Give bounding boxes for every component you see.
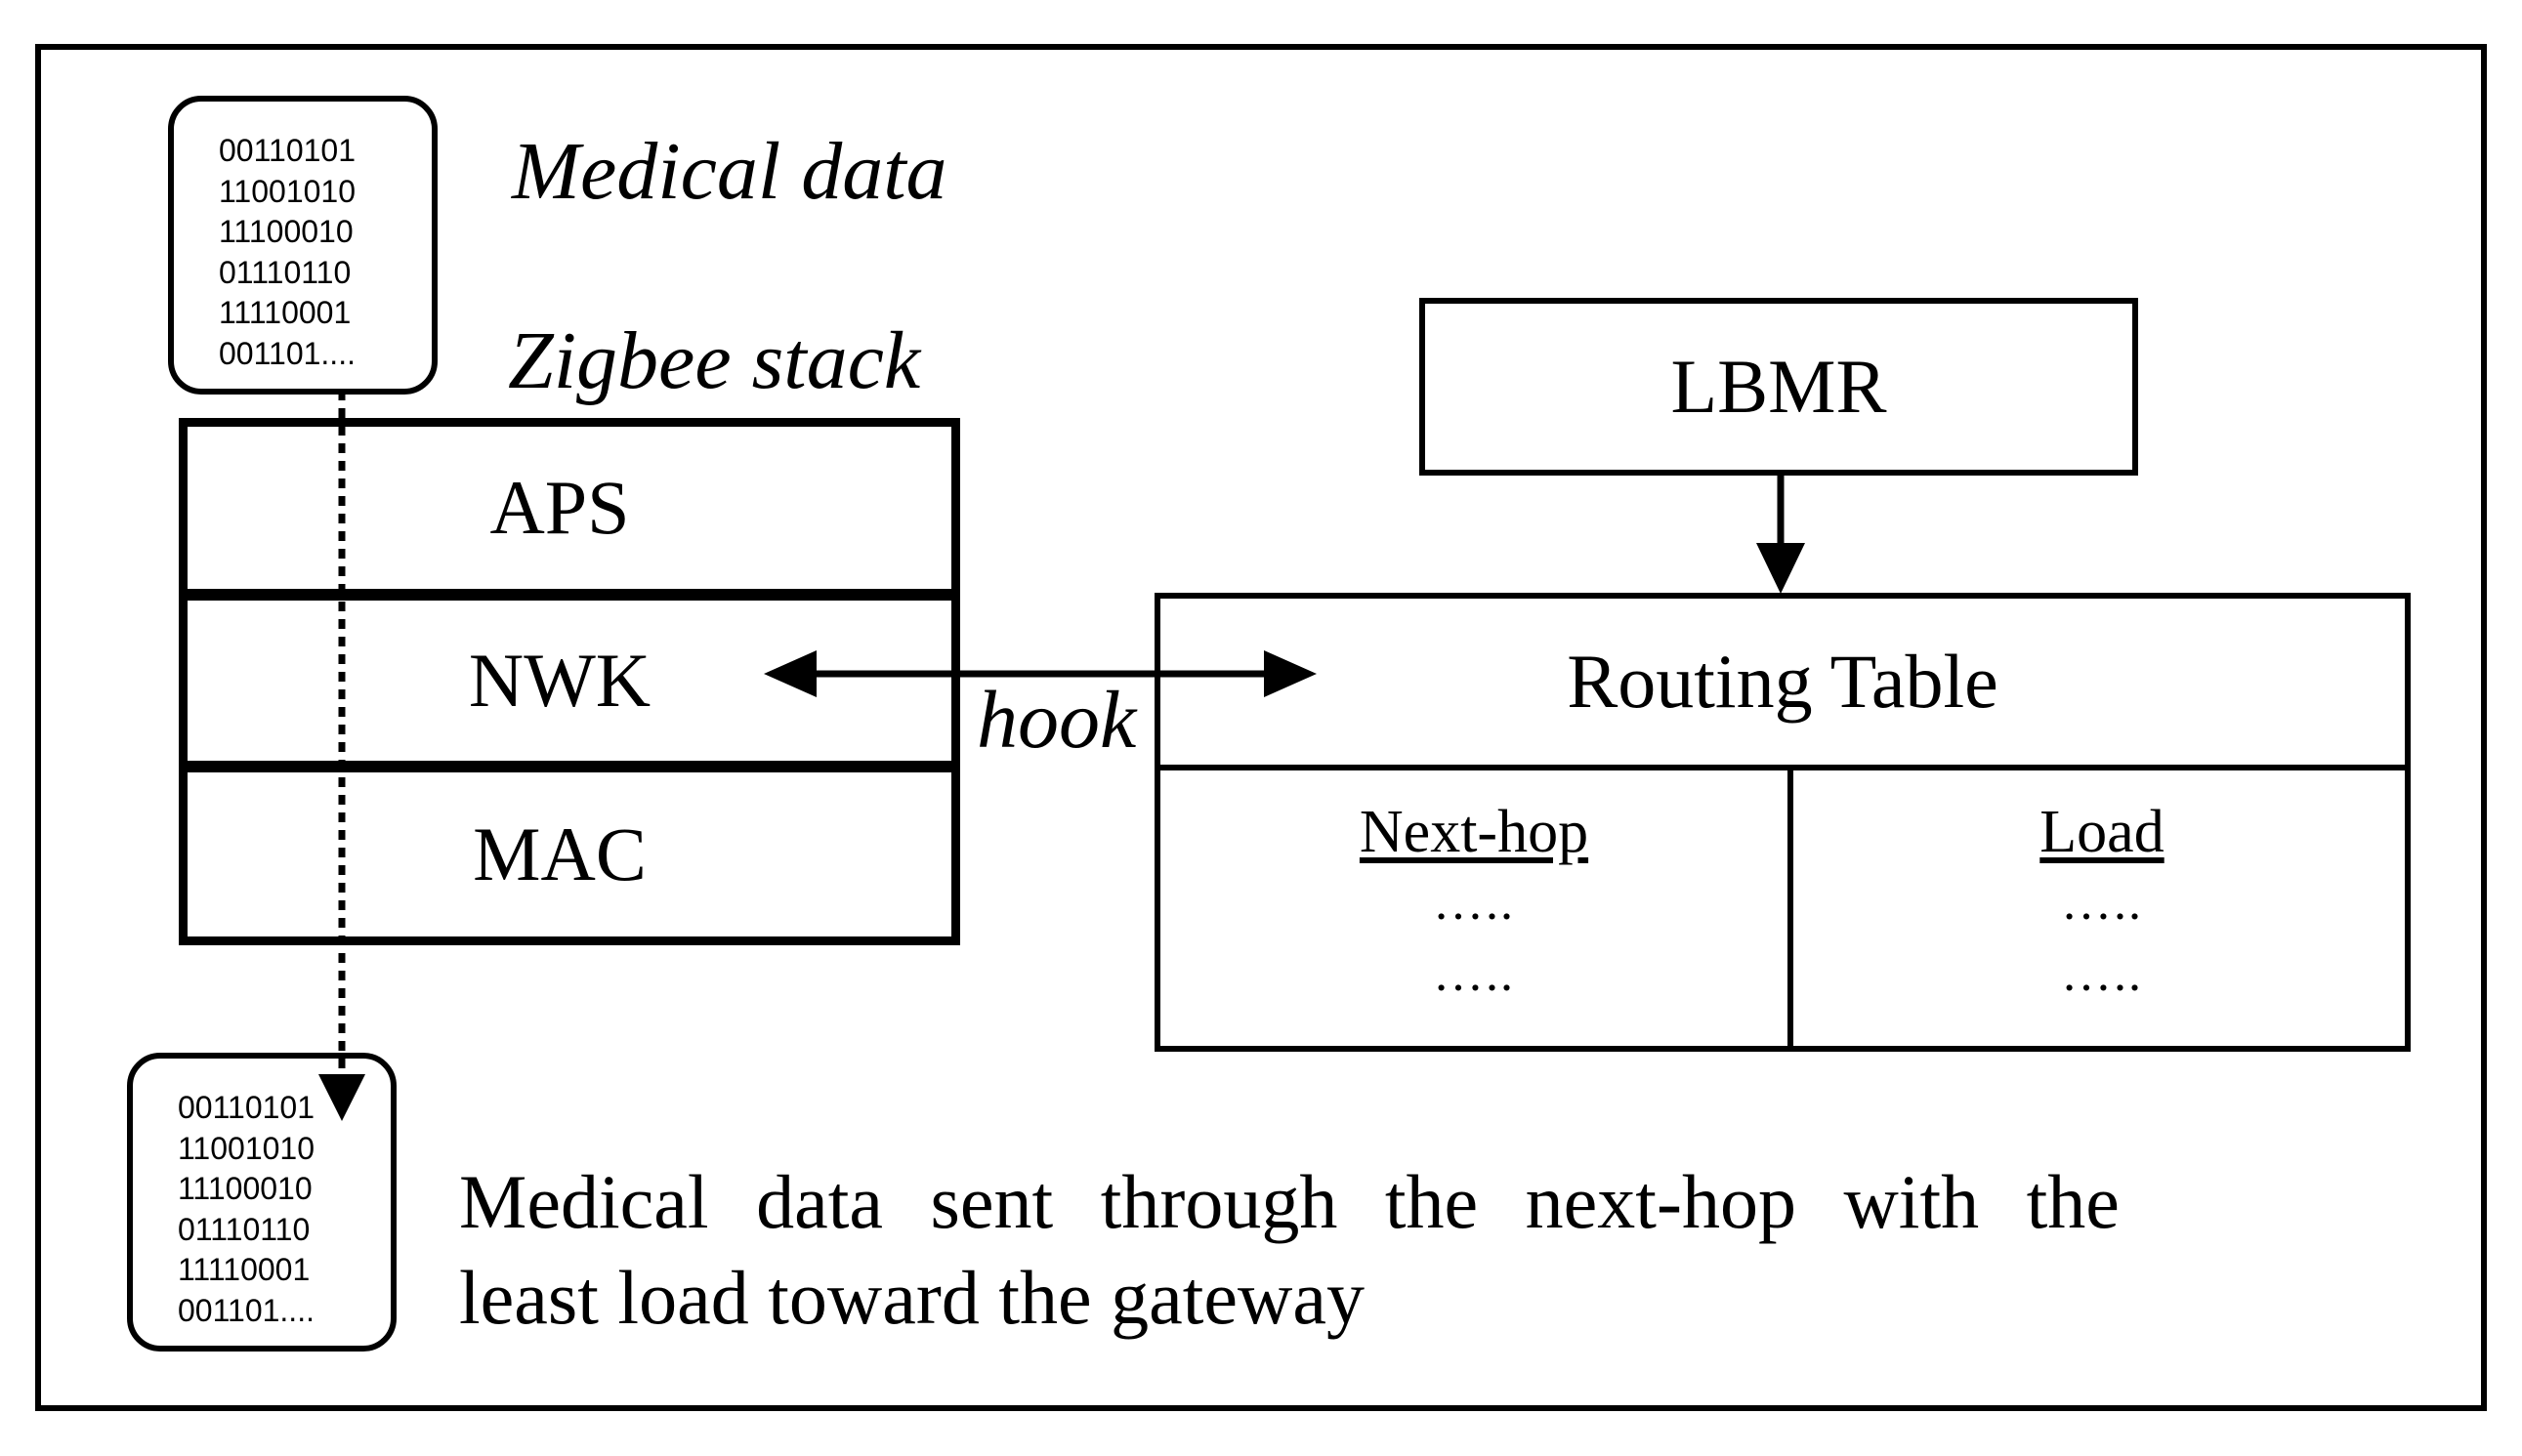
table-cell: ….. <box>2061 875 2143 932</box>
layer-label: APS <box>489 465 630 550</box>
caption-word: the <box>1384 1159 1479 1244</box>
lbmr-label: LBMR <box>1670 344 1887 429</box>
hook-label: hook <box>977 675 1137 766</box>
layer-label: MAC <box>473 811 647 896</box>
caption-word: Medical <box>459 1159 709 1244</box>
table-cell: ….. <box>1433 946 1515 1003</box>
caption-word: through <box>1100 1159 1338 1244</box>
data-line: 001101.... <box>178 1292 315 1328</box>
caption-word: data <box>756 1159 883 1244</box>
data-line: 11001010 <box>178 1130 315 1166</box>
load-column: Load ….. ….. <box>1793 770 2411 1052</box>
medical-data-label: Medical data <box>512 126 947 217</box>
lbmr-box: LBMR <box>1419 298 2138 476</box>
zigbee-stack-label: Zigbee stack <box>508 315 921 406</box>
stack-layer-nwk: NWK <box>179 592 960 770</box>
next-hop-column: Next-hop ….. ….. <box>1160 770 1793 1052</box>
zigbee-stack: APS NWK MAC <box>179 418 960 945</box>
data-line: 11110001 <box>178 1252 311 1287</box>
stack-layer-aps: APS <box>179 418 960 598</box>
caption-word: with <box>1843 1159 1980 1244</box>
load-header: Load <box>2039 799 2165 865</box>
next-hop-header: Next-hop <box>1359 799 1589 865</box>
routing-table: Routing Table Next-hop ….. ….. Load ….. … <box>1155 593 2411 1052</box>
data-line: 11110001 <box>219 295 352 330</box>
table-cell: ….. <box>1433 875 1515 932</box>
caption-line-1: Medical data sent through the next-hop w… <box>459 1154 2120 1250</box>
caption-word: sent <box>930 1159 1054 1244</box>
data-line: 01110110 <box>219 254 352 290</box>
medical-data-block: 00110101 11001010 11100010 01110110 1111… <box>168 96 438 395</box>
data-line: 00110101 <box>219 133 356 168</box>
table-cell: ….. <box>2061 946 2143 1003</box>
data-line: 00110101 <box>178 1090 315 1125</box>
data-line: 11100010 <box>219 214 354 249</box>
data-line: 01110110 <box>178 1211 311 1247</box>
data-line: 11001010 <box>219 173 356 209</box>
layer-label: NWK <box>468 638 652 723</box>
output-data-block: 00110101 11001010 11100010 01110110 1111… <box>127 1053 397 1352</box>
caption: Medical data sent through the next-hop w… <box>459 1154 2120 1346</box>
data-line: 001101.... <box>219 335 356 371</box>
data-line: 11100010 <box>178 1171 313 1206</box>
caption-line-2: least load toward the gateway <box>459 1255 1365 1340</box>
routing-table-title-text: Routing Table <box>1567 639 1998 724</box>
caption-word: next-hop <box>1525 1159 1796 1244</box>
stack-layer-mac: MAC <box>179 764 960 945</box>
routing-table-title: Routing Table <box>1160 599 2405 770</box>
caption-word: the <box>2026 1159 2120 1244</box>
figure-frame <box>35 44 2487 1411</box>
